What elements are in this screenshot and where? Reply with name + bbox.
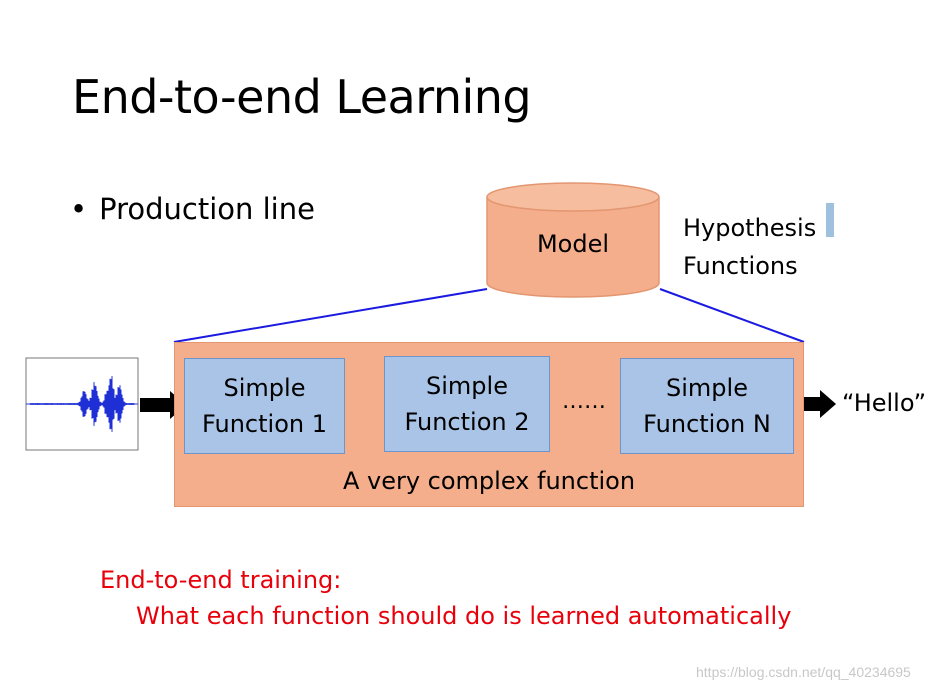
bullet-production-line: • Production line [70,192,315,226]
connector-line-right [659,288,805,343]
output-hello: “Hello” [842,389,927,417]
watermark: https://blog.csdn.net/qq_40234695 [696,664,911,680]
training-body: What each function should do is learned … [136,602,792,630]
function-2-line1: Simple [426,372,508,400]
simple-function-1-box: Simple Function 1 [184,358,345,454]
complex-function-label: A very complex function [342,467,636,495]
function-1-line1: Simple [223,374,306,402]
slide-title: End-to-end Learning [72,70,532,124]
function-n-line2: Function N [643,410,771,438]
simple-function-n-box: Simple Function N [620,358,794,454]
simple-function-2-box: Simple Function 2 [384,356,550,452]
training-heading: End-to-end training: [100,566,342,594]
model-label: Model [536,230,610,258]
function-n-line1: Simple [666,374,748,402]
hypothesis-functions-label: Hypothesis Functions [683,209,816,285]
function-2-line2: Function 2 [404,408,530,436]
waveform-plot [25,357,139,451]
connector-line-left [173,288,488,343]
function-1-line2: Function 1 [202,410,327,438]
hypothesis-line1: Hypothesis [683,214,817,242]
text-cursor-highlight [826,203,834,237]
hypothesis-line2: Functions [683,252,798,280]
bullet-text: Production line [99,192,315,226]
model-cylinder [486,182,660,298]
bullet-dot: • [70,192,88,226]
ellipsis: …… [562,389,606,414]
